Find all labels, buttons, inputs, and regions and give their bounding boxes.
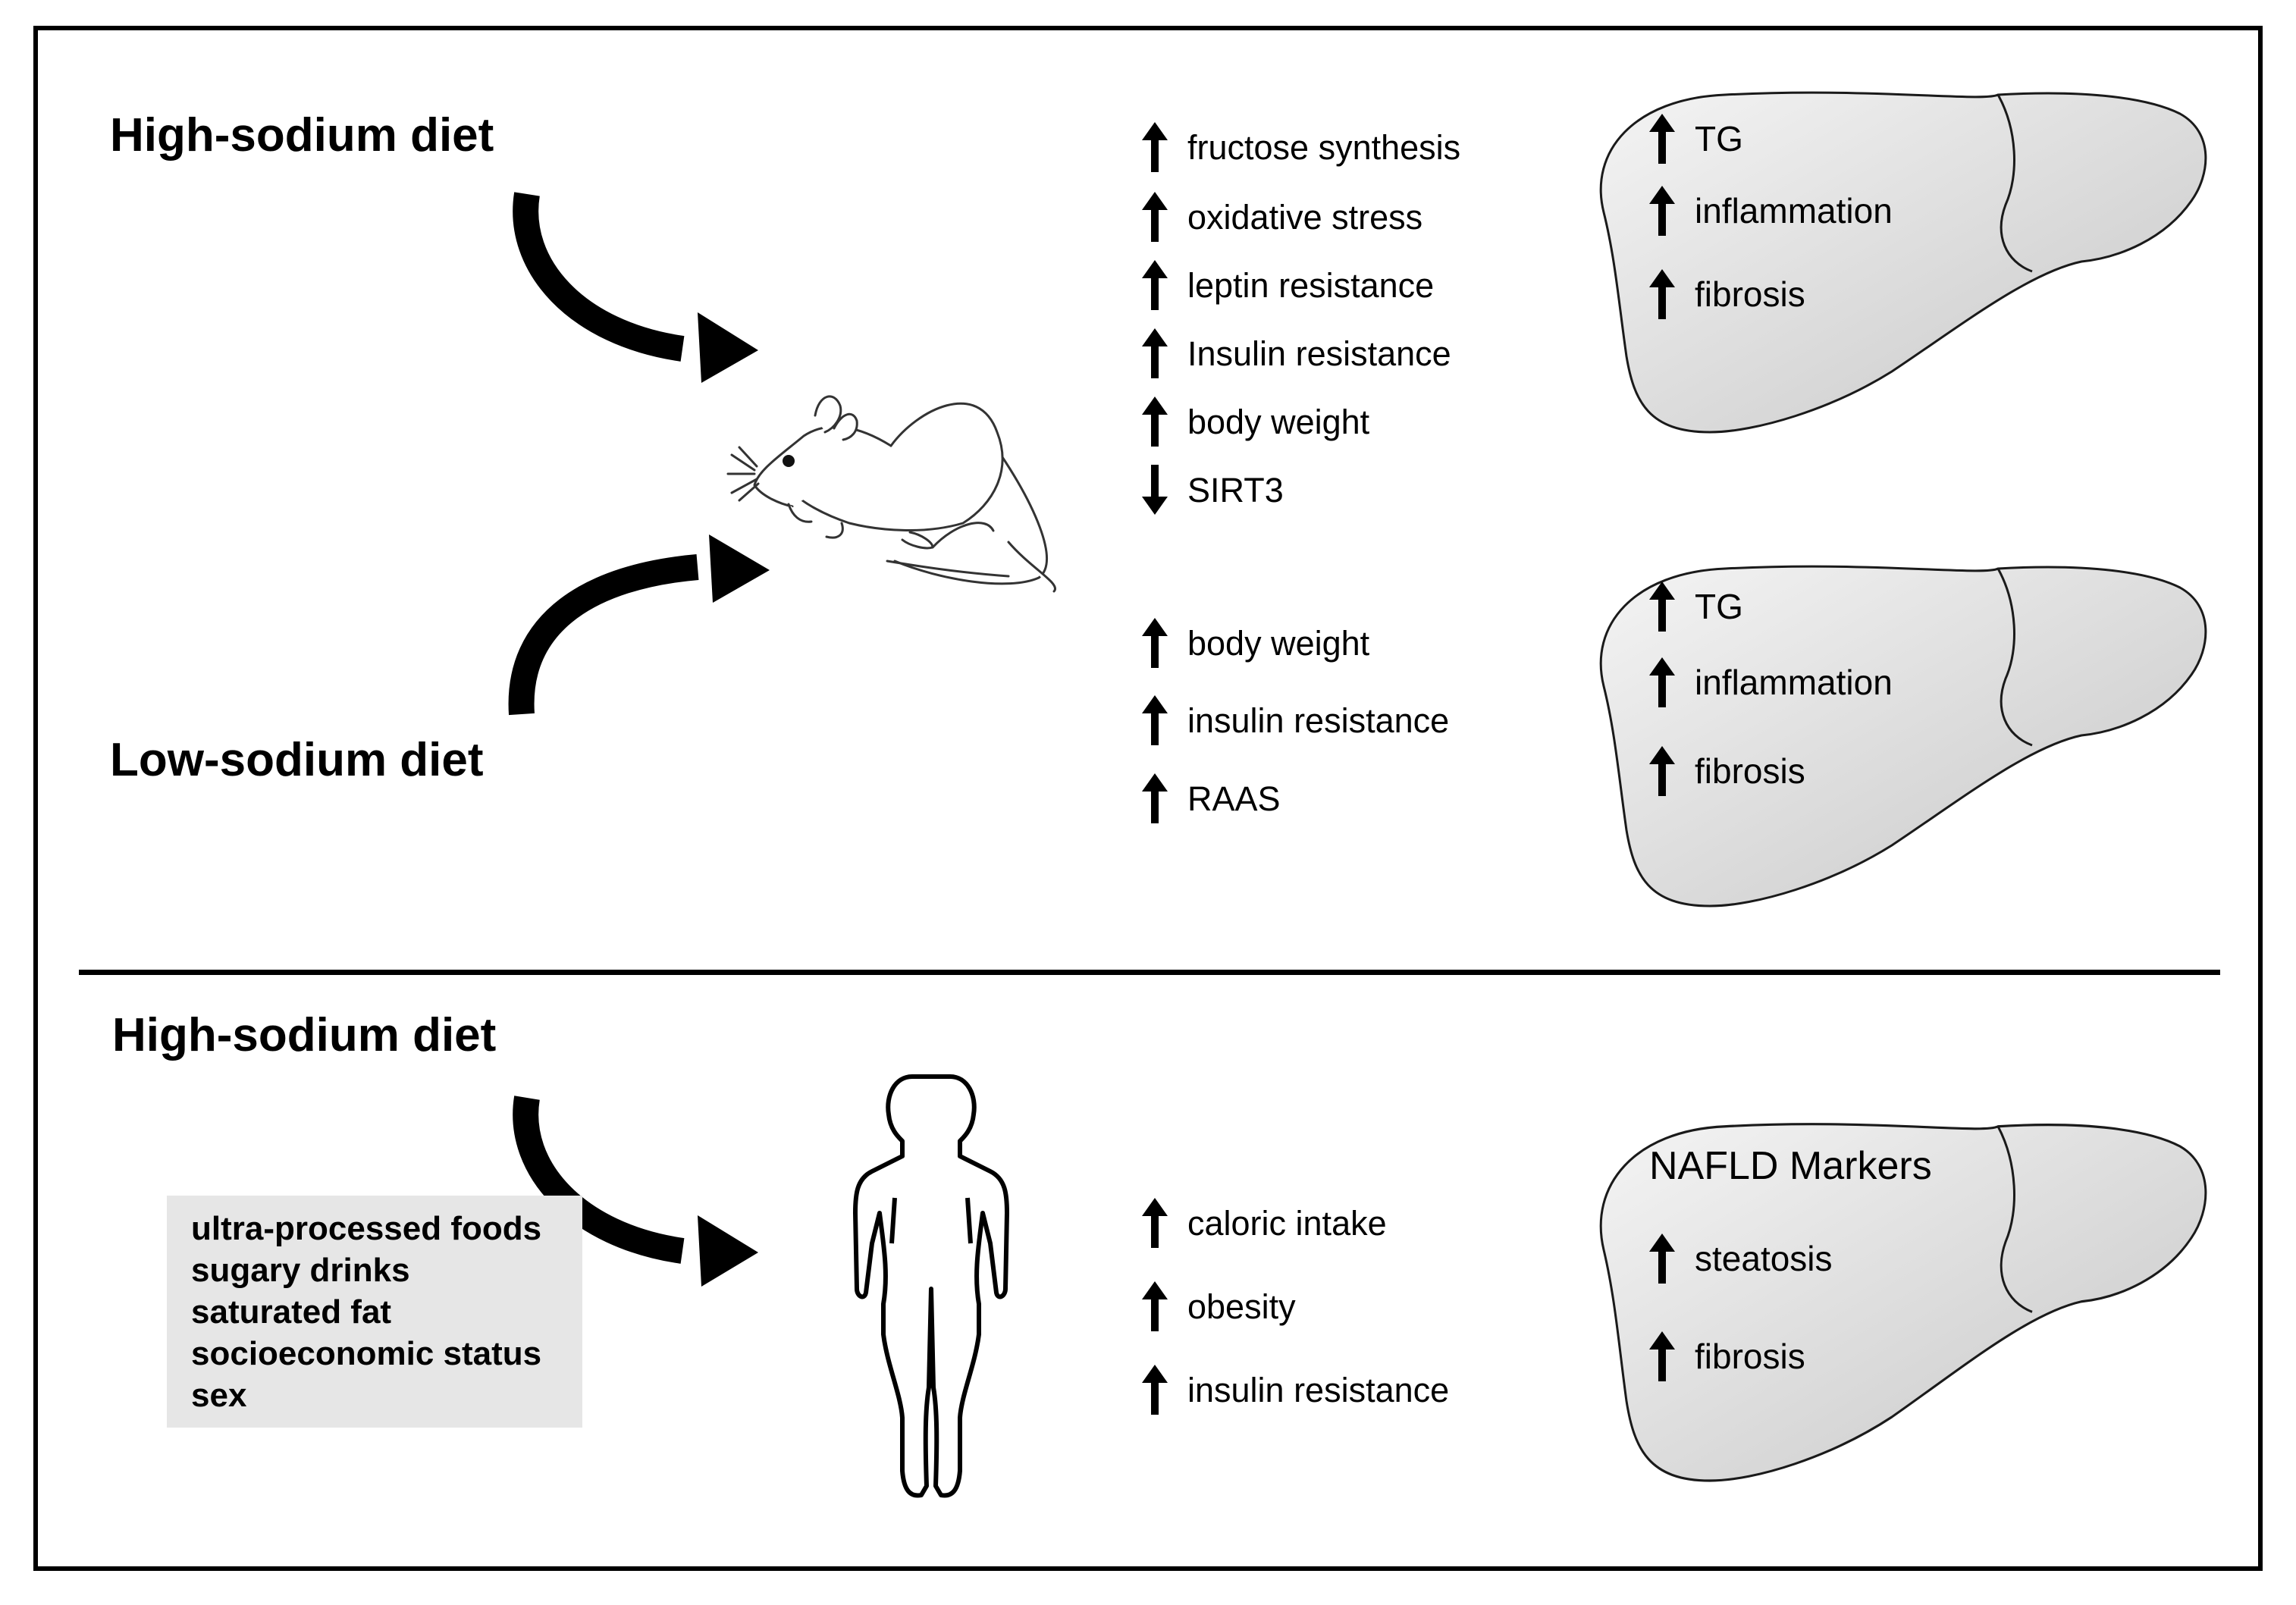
effect-label: insulin resistance bbox=[1187, 701, 1450, 740]
effect-label: SIRT3 bbox=[1187, 470, 1284, 509]
up-arrow-icon bbox=[1649, 746, 1675, 796]
heading-low-sodium-animal: Low-sodium diet bbox=[110, 734, 484, 786]
effect-item: inflammation bbox=[1649, 186, 1893, 236]
effect-item: inflammation bbox=[1649, 657, 1893, 707]
confounder-item: saturated fat bbox=[191, 1293, 392, 1331]
effect-label: Insulin resistance bbox=[1187, 334, 1451, 373]
effect-label: inflammation bbox=[1695, 191, 1893, 230]
mouse-icon bbox=[726, 395, 1057, 593]
effect-item: insulin resistance bbox=[1142, 695, 1449, 745]
up-arrow-icon bbox=[1142, 618, 1168, 668]
up-arrow-icon bbox=[1142, 192, 1168, 242]
up-arrow-icon bbox=[1142, 122, 1168, 172]
up-arrow-icon bbox=[1142, 397, 1168, 447]
effect-item: body weight bbox=[1142, 618, 1369, 668]
up-arrow-icon bbox=[1142, 328, 1168, 378]
effect-item: SIRT3 bbox=[1142, 465, 1284, 515]
effect-item: oxidative stress bbox=[1142, 192, 1422, 242]
effect-label: obesity bbox=[1187, 1287, 1296, 1326]
confounder-box: ultra-processed foods sugary drinks satu… bbox=[167, 1196, 582, 1428]
confounder-item: socioeconomic status bbox=[191, 1335, 542, 1372]
up-arrow-icon bbox=[1142, 260, 1168, 310]
effect-label: insulin resistance bbox=[1187, 1370, 1450, 1409]
up-arrow-icon bbox=[1142, 695, 1168, 745]
effect-item: TG bbox=[1649, 114, 1743, 164]
effect-label: TG bbox=[1695, 119, 1743, 158]
effect-item: leptin resistance bbox=[1142, 260, 1434, 310]
curved-arrow-icon-human bbox=[513, 1096, 758, 1287]
up-arrow-icon bbox=[1142, 1281, 1168, 1331]
effect-label: fructose synthesis bbox=[1187, 127, 1461, 167]
up-arrow-icon bbox=[1649, 269, 1675, 319]
up-arrow-icon bbox=[1649, 186, 1675, 236]
effect-label: steatosis bbox=[1695, 1239, 1833, 1278]
effect-label: RAAS bbox=[1187, 779, 1281, 818]
effect-label: caloric intake bbox=[1187, 1203, 1387, 1243]
confounder-item: sex bbox=[191, 1377, 247, 1414]
effect-label: inflammation bbox=[1695, 663, 1893, 702]
up-arrow-icon bbox=[1649, 114, 1675, 164]
effect-item: fibrosis bbox=[1649, 1331, 1805, 1381]
up-arrow-icon bbox=[1649, 1331, 1675, 1381]
up-arrow-icon bbox=[1649, 657, 1675, 707]
nafld-title: NAFLD Markers bbox=[1649, 1144, 1932, 1188]
effect-label: fibrosis bbox=[1695, 751, 1805, 791]
up-arrow-icon bbox=[1649, 1234, 1675, 1284]
up-arrow-icon bbox=[1649, 581, 1675, 632]
effect-item: body weight bbox=[1142, 397, 1369, 447]
effect-item: fibrosis bbox=[1649, 746, 1805, 796]
down-arrow-icon bbox=[1142, 465, 1168, 515]
effect-item: insulin resistance bbox=[1142, 1365, 1449, 1415]
effect-item: RAAS bbox=[1142, 773, 1281, 823]
up-arrow-icon bbox=[1142, 773, 1168, 823]
effect-item: obesity bbox=[1142, 1281, 1296, 1331]
confounder-item: ultra-processed foods bbox=[191, 1210, 542, 1247]
effect-item: Insulin resistance bbox=[1142, 328, 1451, 378]
effect-label: fibrosis bbox=[1695, 274, 1805, 314]
curved-arrow-icon-low bbox=[508, 534, 770, 716]
up-arrow-icon bbox=[1142, 1365, 1168, 1415]
effect-item: fibrosis bbox=[1649, 269, 1805, 319]
confounder-item: sugary drinks bbox=[191, 1252, 410, 1289]
curved-arrow-icon-high bbox=[513, 192, 758, 383]
effect-label: TG bbox=[1695, 587, 1743, 626]
effect-item: TG bbox=[1649, 581, 1743, 632]
heading-high-sodium-human: High-sodium diet bbox=[112, 1009, 497, 1061]
effect-label: fibrosis bbox=[1695, 1337, 1805, 1376]
effect-item: caloric intake bbox=[1142, 1198, 1387, 1248]
up-arrow-icon bbox=[1142, 1198, 1168, 1248]
effect-label: oxidative stress bbox=[1187, 197, 1423, 237]
effect-item: fructose synthesis bbox=[1142, 122, 1460, 172]
human-silhouette-icon bbox=[853, 1074, 1009, 1498]
figure-frame bbox=[33, 26, 2263, 1571]
heading-high-sodium-animal: High-sodium diet bbox=[110, 109, 494, 161]
section-divider bbox=[79, 970, 2220, 975]
effect-label: body weight bbox=[1187, 623, 1370, 663]
effect-item: steatosis bbox=[1649, 1234, 1833, 1284]
effect-label: body weight bbox=[1187, 402, 1370, 441]
effect-label: leptin resistance bbox=[1187, 265, 1435, 305]
